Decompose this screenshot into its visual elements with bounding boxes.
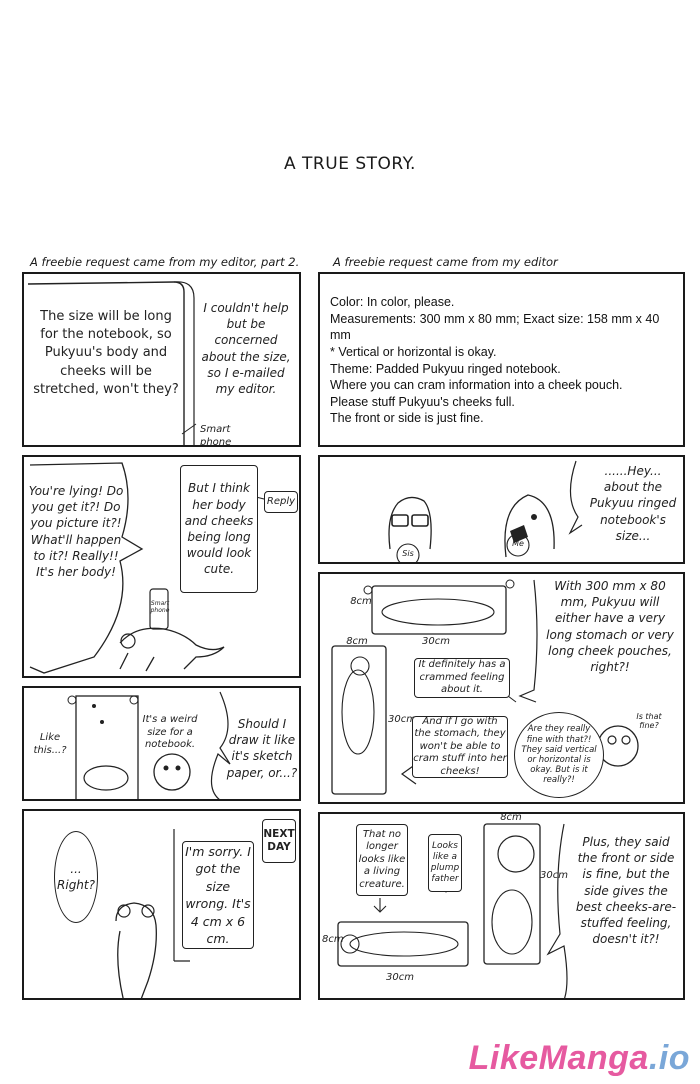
hey-speech: ......Hey... about the Pukyuu ringed not… xyxy=(589,464,677,543)
really-fine-bubble: Are they really fine with that?! They sa… xyxy=(514,712,604,798)
left-panel-3: Like this...? It's a weird size for a no… xyxy=(22,686,301,801)
reply-label: Reply xyxy=(264,491,298,513)
next-day-text: NEXT DAY xyxy=(263,828,295,853)
right-column-caption: A freebie request came from my editor xyxy=(333,255,558,269)
dim-bottom-height: 8cm xyxy=(322,934,344,945)
dim-vertical-width: 8cm xyxy=(346,636,368,647)
me-label: Me xyxy=(512,539,524,548)
character-sketch xyxy=(115,829,190,998)
plump-father-text: Looks like a plump father xyxy=(430,841,460,884)
long-cheeks-speech: With 300 mm x 80 mm, Pukyuu will either … xyxy=(546,579,674,674)
editor-request: Color: In color, please. Measurements: 3… xyxy=(330,294,680,427)
dim-horizontal-width: 30cm xyxy=(422,636,450,647)
phone-apology: I'm sorry. I got the size wrong. It's 4 … xyxy=(182,841,254,949)
right-panel-4: That no longer looks like a living creat… xyxy=(318,812,685,1000)
site-watermark: LikeManga.io xyxy=(469,1039,690,1078)
reply-label-text: Reply xyxy=(266,495,296,507)
phone-small-label: Smart phone xyxy=(150,600,170,615)
is-that-fine-aside: Is that fine? xyxy=(636,712,662,731)
side-best-speech: Plus, they said the front or side is fin… xyxy=(575,835,677,947)
crammed-feeling-box: It definitely has a crammed feeling abou… xyxy=(414,658,510,698)
not-living-text: That no longer looks like a living creat… xyxy=(358,828,406,890)
stomach-text: And if I go with the stomach, they won't… xyxy=(413,715,507,777)
dim-bottom-width: 30cm xyxy=(386,972,414,983)
left-panel-2: You're lying! Do you get it?! Do you pic… xyxy=(22,455,301,678)
plump-father-box: Looks like a plump father xyxy=(428,834,462,892)
aside-weird-size: It's a weird size for a notebook. xyxy=(142,714,198,750)
request-line: The front or side is just fine. xyxy=(330,411,484,426)
smartphone-drawing xyxy=(27,281,197,445)
crammed-feeling-text: It definitely has a crammed feeling abou… xyxy=(418,659,506,696)
shout-text: You're lying! Do you get it?! Do you pic… xyxy=(28,484,124,579)
request-line: Measurements: 300 mm x 80 mm; Exact size… xyxy=(330,311,660,343)
phone-screen: But I think her body and cheeks being lo… xyxy=(180,465,258,593)
apology-text: I'm sorry. I got the size wrong. It's 4 … xyxy=(185,843,251,947)
dim-side-width: 8cm xyxy=(500,812,522,823)
request-line: * Vertical or horizontal is okay. xyxy=(330,344,497,359)
left-column-caption: A freebie request came from my editor, p… xyxy=(30,255,300,269)
smartphone-label: Smart phone xyxy=(200,424,232,447)
right-panel-3: 8cm 30cm 8cm 30cm It definitely has a cr… xyxy=(318,572,685,804)
sis-and-me-sketch xyxy=(388,460,583,562)
dim-side-height: 30cm xyxy=(540,870,568,881)
stomach-box: And if I go with the stomach, they won't… xyxy=(412,716,508,778)
side-view-sketch xyxy=(337,823,568,998)
phone-message: The size will be long for the notebook, … xyxy=(33,309,179,397)
request-line: Color: In color, please. xyxy=(330,295,455,309)
request-line: Please stuff Pukyuu's cheeks full. xyxy=(330,394,515,409)
thought-sketch-paper: Should I draw it like it's sketch paper,… xyxy=(226,717,298,780)
not-living-box: That no longer looks like a living creat… xyxy=(356,824,408,896)
next-day-box: NEXT DAY xyxy=(262,819,296,863)
watermark-main: LikeManga xyxy=(468,1039,649,1077)
aside-like-this: Like this...? xyxy=(33,732,67,756)
really-fine-text: Are they really fine with that?! They sa… xyxy=(521,724,597,786)
right-panel-2: Sis Me ......Hey... about the Pukyuu rin… xyxy=(318,455,685,564)
dim-horizontal-height: 8cm xyxy=(350,596,372,607)
notebook-layout-sketch xyxy=(331,579,639,795)
request-line: Theme: Padded Pukyuu ringed notebook. xyxy=(330,361,561,376)
page-title: A TRUE STORY. xyxy=(284,154,416,174)
dim-vertical-height: 30cm xyxy=(388,714,416,725)
sis-label: Sis xyxy=(402,549,414,558)
right-panel-1: Color: In color, please. Measurements: 3… xyxy=(318,272,685,447)
left-panel-4: ... Right? I'm sorry. I got the size wro… xyxy=(22,809,301,1000)
right-bubble: ... Right? xyxy=(54,831,98,923)
watermark-suffix: .io xyxy=(648,1039,690,1077)
request-line: Where you can cram information into a ch… xyxy=(330,378,623,393)
notebook-sketch xyxy=(67,691,231,799)
right-text: ... Right? xyxy=(57,861,95,892)
phone-reply-text: But I think her body and cheeks being lo… xyxy=(184,481,254,577)
narration: I couldn't help but be concerned about t… xyxy=(201,301,291,396)
left-panel-1: The size will be long for the notebook, … xyxy=(22,272,301,447)
